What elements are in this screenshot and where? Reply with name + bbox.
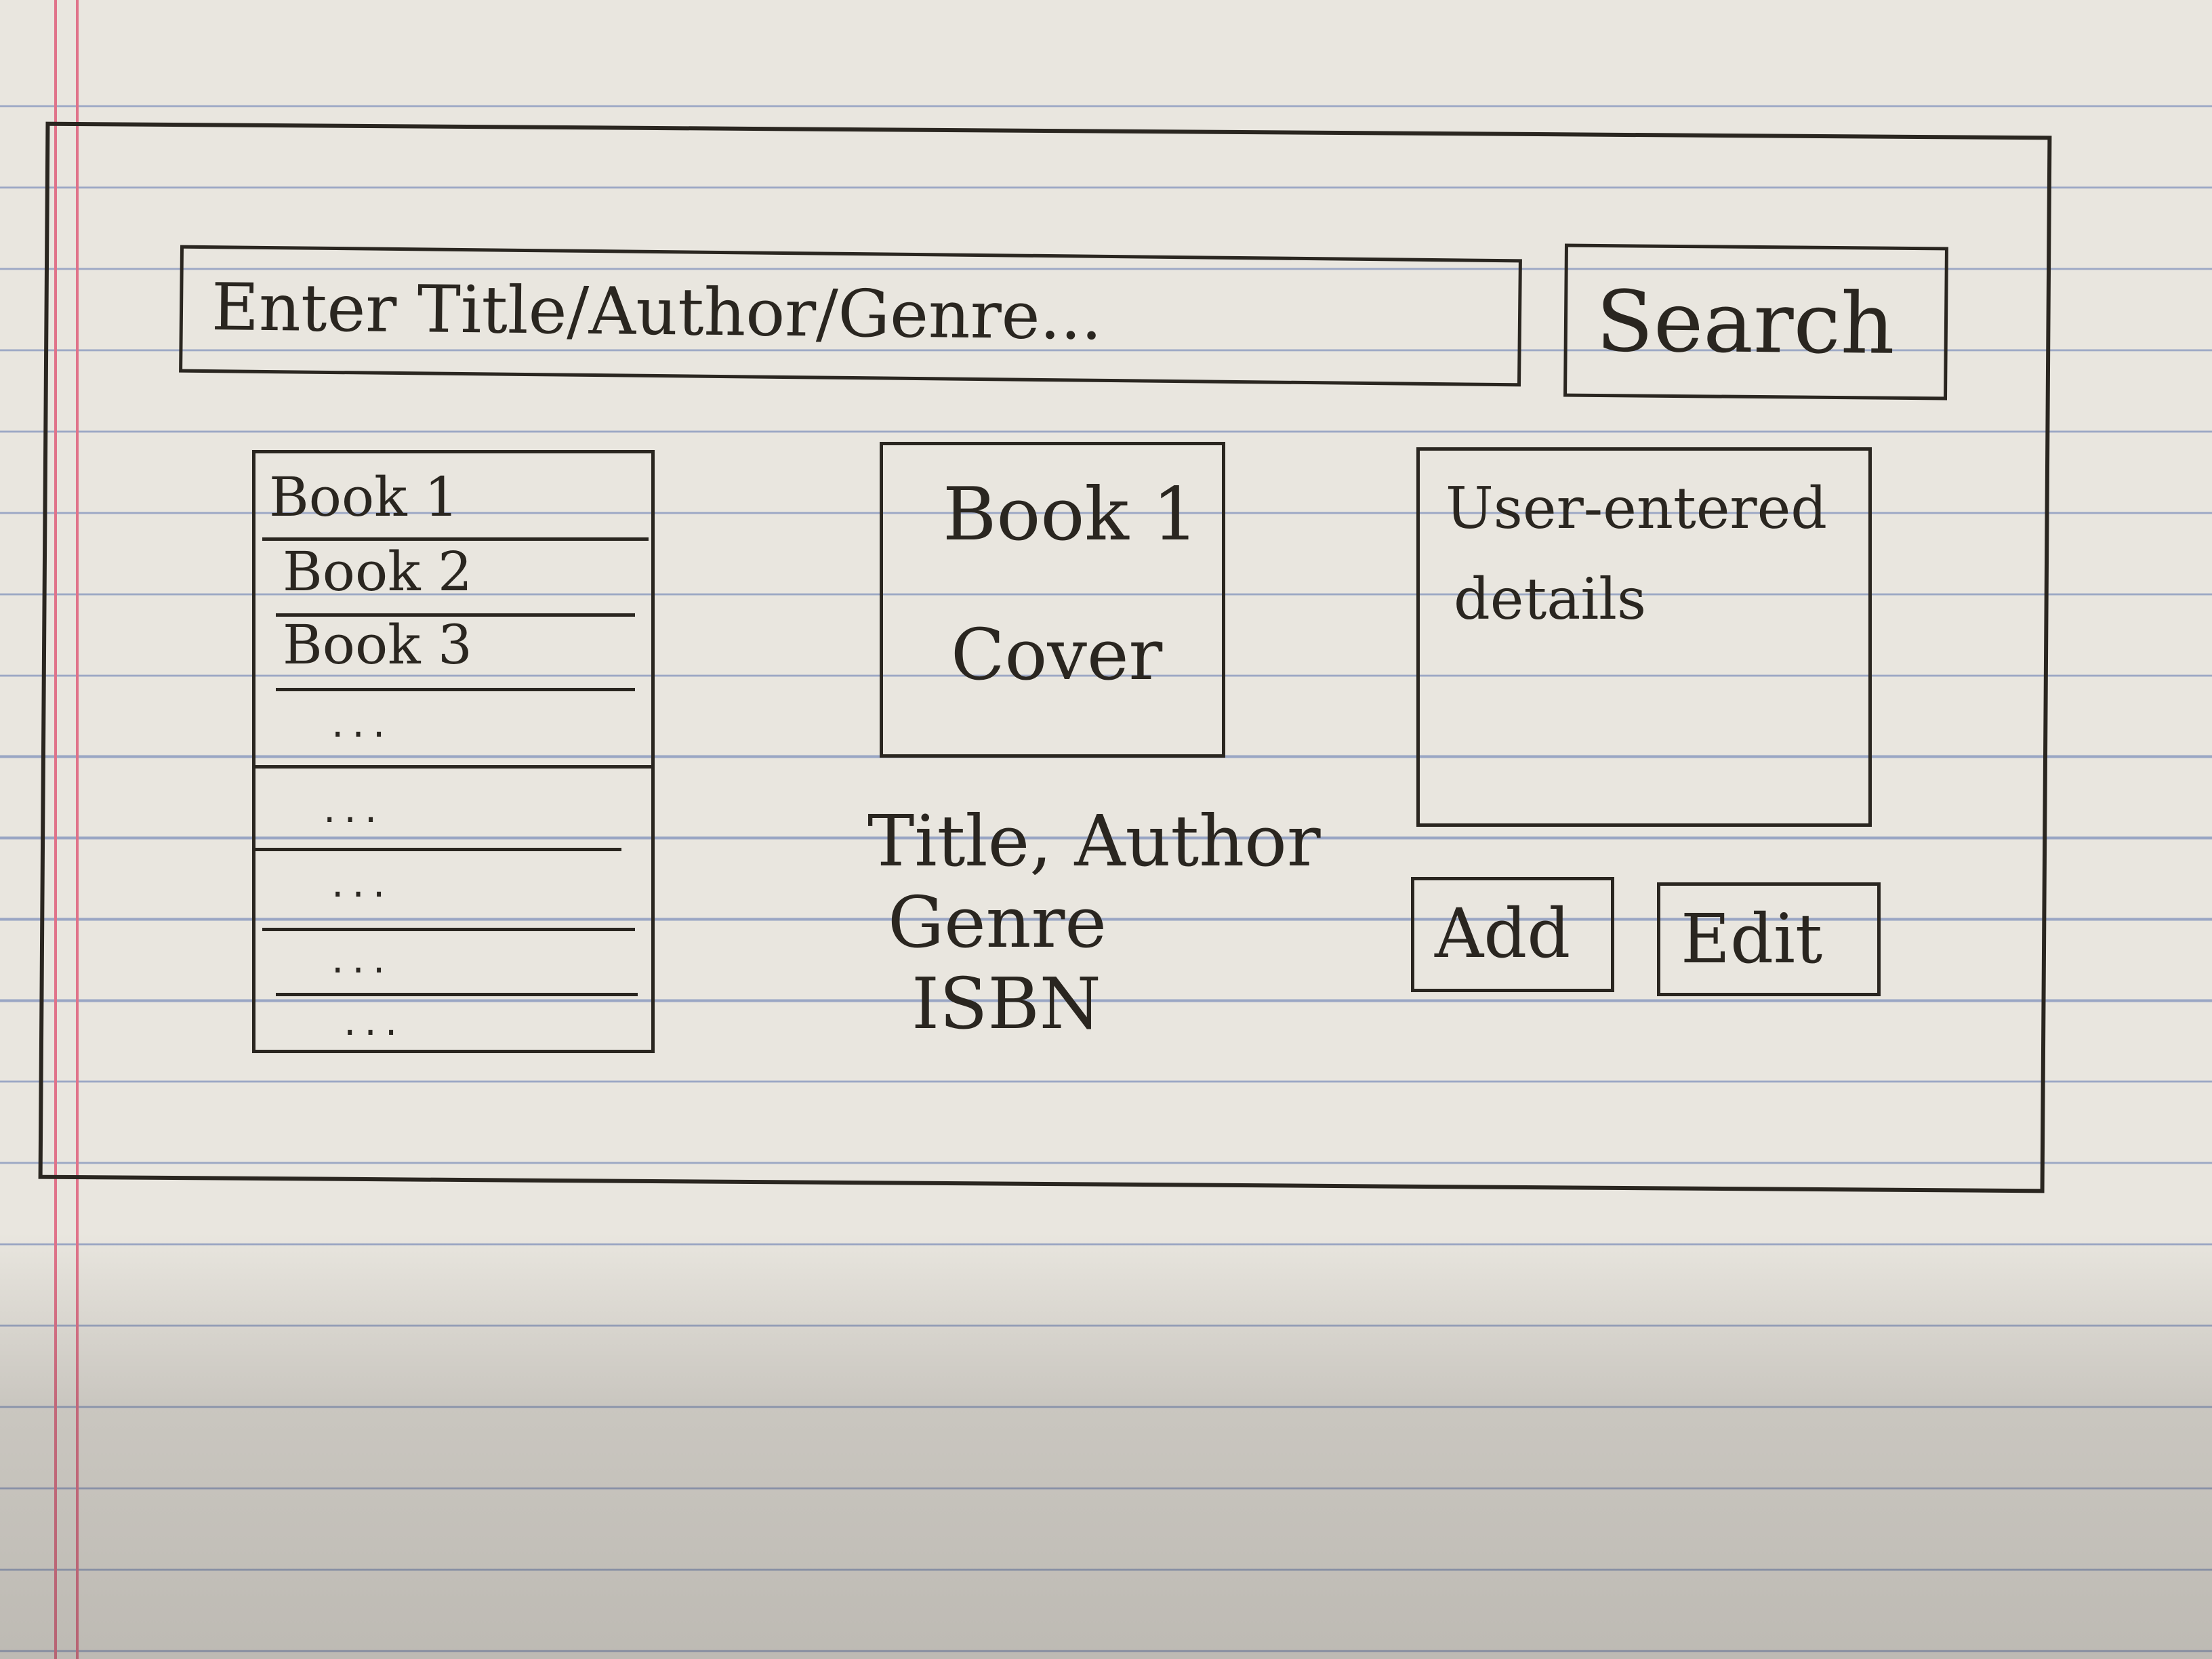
photo-shadow: [0, 1233, 2212, 1659]
edit-button-label: Edit: [1681, 899, 1823, 979]
user-details-text: User-entered: [1446, 475, 1828, 541]
book-list-item[interactable]: ...: [344, 998, 406, 1044]
book-genre: Genre: [888, 881, 1107, 964]
book-list-divider: [255, 848, 621, 851]
book-list-divider: [255, 765, 651, 769]
add-button[interactable]: Add: [1411, 877, 1614, 992]
book-list-item[interactable]: Book 3: [283, 613, 472, 676]
book-list-item[interactable]: Book 1: [269, 466, 459, 529]
book-cover-image: Book 1 Cover: [880, 442, 1225, 758]
paper-margin-line: [76, 0, 79, 1659]
search-input[interactable]: Enter Title/Author/Genre...: [179, 245, 1522, 387]
edit-button[interactable]: Edit: [1657, 882, 1881, 996]
book-list-divider: [276, 613, 635, 617]
book-list-item[interactable]: ...: [331, 700, 394, 746]
book-isbn: ISBN: [912, 962, 1101, 1045]
book-list-divider: [262, 928, 635, 931]
book-list-item[interactable]: ...: [331, 936, 394, 982]
paper-margin-line: [54, 0, 57, 1659]
book-list-item[interactable]: Book 2: [283, 540, 472, 603]
cover-text: Cover: [951, 613, 1163, 696]
add-button-label: Add: [1435, 894, 1571, 973]
book-list-item[interactable]: ...: [331, 860, 394, 906]
book-list-divider: [276, 688, 635, 691]
user-details-text: details: [1454, 566, 1647, 632]
book-list-divider: [276, 993, 638, 996]
book-list-item[interactable]: ...: [323, 785, 386, 832]
cover-text: Book 1: [943, 472, 1199, 557]
book-list[interactable]: Book 1 Book 2 Book 3 ... ... ... ... ...: [252, 450, 655, 1053]
search-button-label: Search: [1595, 272, 1896, 373]
search-button[interactable]: Search: [1563, 243, 1948, 401]
book-title-author: Title, Author: [867, 800, 1321, 882]
book-list-divider: [262, 537, 649, 541]
user-details-textarea[interactable]: User-entered details: [1416, 447, 1872, 827]
search-input-placeholder: Enter Title/Author/Genre...: [211, 269, 1103, 354]
